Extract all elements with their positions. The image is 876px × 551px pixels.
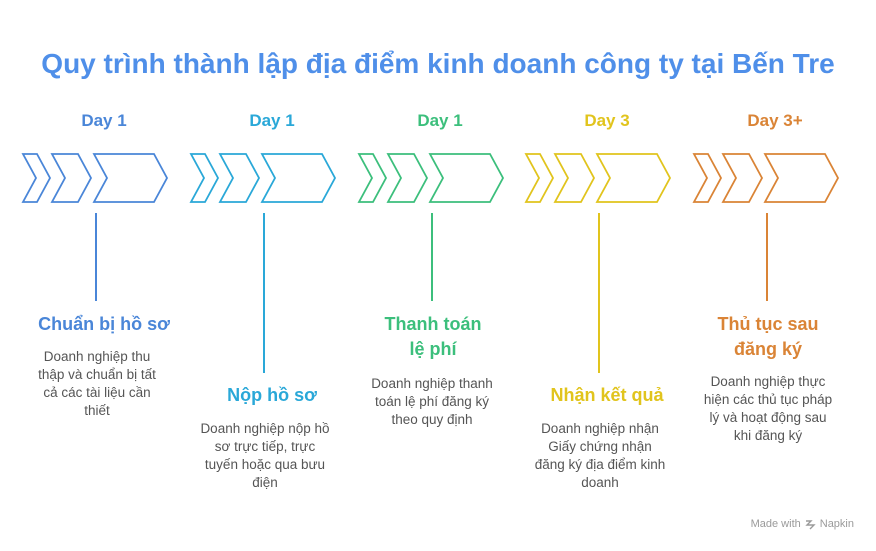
chevron-arrow-icon — [524, 153, 672, 203]
step-description: Doanh nghiệp thanh toán lệ phí đăng ký t… — [371, 376, 493, 427]
step-5: Day 3+ Thủ tục sau đăng ký Doanh nghiệp … — [691, 0, 859, 551]
connector-line — [431, 213, 433, 301]
chevron-arrow-icon — [692, 153, 840, 203]
step-description: Doanh nghiệp nhận Giấy chứng nhận đăng k… — [534, 421, 666, 490]
step-day: Day 3 — [584, 111, 630, 130]
made-with-label: Made with — [750, 518, 801, 530]
chevron-arrow-icon — [357, 153, 505, 203]
step-3: Day 1 Thanh toán lệ phí Doanh nghiệp tha… — [356, 0, 524, 551]
chevron-arrow-icon — [21, 153, 169, 203]
diagram-title: Quy trình thành lập địa điểm kinh doanh … — [41, 48, 835, 79]
brand-label: Napkin — [819, 518, 854, 530]
step-day: Day 1 — [417, 111, 463, 130]
step-description: Doanh nghiệp nộp hồ sơ trực tiếp, trực t… — [200, 421, 330, 490]
step-heading: Nộp hồ sơ — [227, 385, 317, 405]
chevron-arrow-icon — [189, 153, 337, 203]
step-4: Day 3 Nhận kết quả Doanh nghiệp nhận Giấ… — [523, 0, 691, 551]
step-description: Doanh nghiệp thực hiện các thủ tục pháp … — [703, 374, 833, 443]
step-description: Doanh nghiệp thu thập và chuẩn bị tất cả… — [38, 349, 156, 418]
napkin-watermark: Made with Napkin — [751, 518, 854, 530]
step-heading: Thủ tục sau đăng ký — [717, 314, 819, 359]
connector-line — [95, 213, 97, 301]
connector-line — [263, 213, 265, 373]
napkin-logo-icon — [805, 519, 816, 529]
step-1: Day 1 Chuẩn bị hồ sơ Doanh nghiệp thu th… — [20, 0, 188, 551]
step-heading: Thanh toán lệ phí — [384, 314, 482, 359]
step-day: Day 1 — [249, 111, 295, 130]
step-day: Day 3+ — [747, 111, 803, 130]
step-heading: Nhận kết quả — [550, 385, 664, 405]
step-2: Day 1 Nộp hồ sơ Doanh nghiệp nộp hồ sơ t… — [188, 0, 356, 551]
step-heading: Chuẩn bị hồ sơ — [38, 314, 170, 334]
step-day: Day 1 — [81, 111, 127, 130]
connector-line — [598, 213, 600, 373]
connector-line — [766, 213, 768, 301]
